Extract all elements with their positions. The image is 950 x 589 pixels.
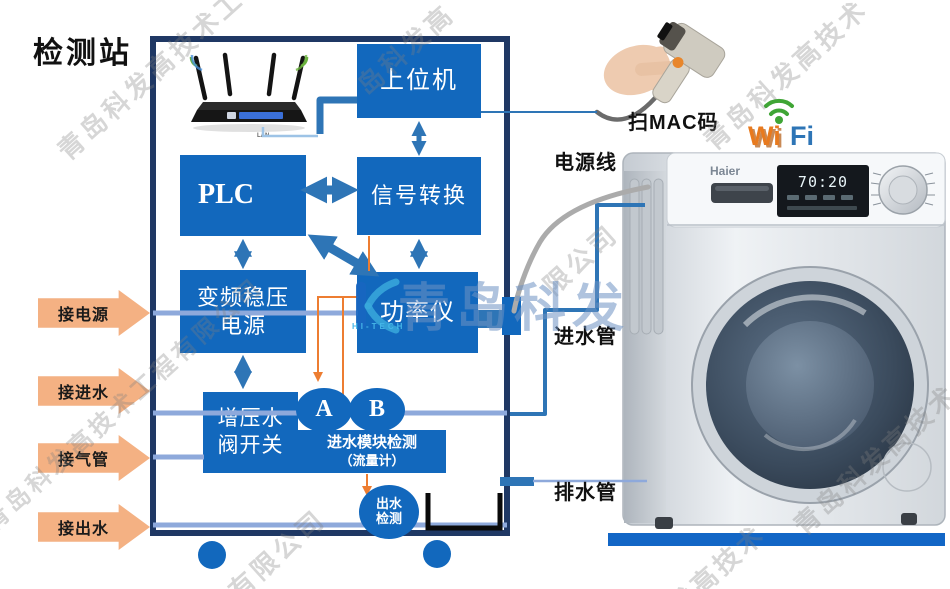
wifi-signal-icon (189, 54, 203, 72)
page-title: 检测站 (33, 37, 132, 70)
floor-bar (608, 533, 945, 546)
watermark-text: 限公司 (537, 218, 625, 301)
box-signal-converter: 信号转换 (357, 157, 481, 235)
station-wheel (423, 540, 451, 568)
box-power-meter: 功率仪 (357, 272, 478, 353)
input-arrow-power: 接电源 (38, 290, 150, 336)
station-boundary (150, 36, 510, 536)
circle-valve-b: B (349, 388, 405, 432)
label-drain-pipe: 排水管 (554, 482, 617, 504)
wifi-logo-wi: Wi (748, 121, 781, 151)
wifi-logo: Wi Wi Fi (748, 98, 814, 153)
circle-valve-a: A (296, 388, 352, 432)
brand-label: Haier (710, 164, 740, 178)
box-inlet-module: 进水模块检测 （流量计） (298, 430, 446, 473)
box-booster-valve: 增压水 阀开关 (203, 392, 298, 473)
label-scan-mac: 扫MAC码 (628, 112, 719, 134)
machine-display: 70:20 (798, 173, 848, 191)
input-arrow-water-outlet: 接出水 (38, 504, 150, 550)
input-arrow-air-pipe: 接气管 (38, 435, 150, 481)
svg-text:Wi: Wi (751, 124, 784, 153)
wifi-signal-icon (295, 54, 309, 72)
circle-outlet-detect: 出水 检测 (359, 485, 419, 539)
box-plc: PLC (180, 155, 306, 236)
input-arrow-water-inlet: 接进水 (38, 368, 150, 414)
wifi-logo-fi: Fi (790, 121, 814, 151)
box-host-computer: 上位机 (357, 44, 481, 118)
station-wheel (198, 541, 226, 569)
label-power-cord: 电源线 (554, 152, 617, 174)
washing-machine-image: Haier 70:20 (622, 152, 946, 529)
barcode-scanner-image (594, 21, 726, 122)
box-power-supply: 变频稳压 电源 (180, 270, 306, 353)
label-inlet-pipe: 进水管 (554, 326, 617, 348)
scanner-body (652, 21, 726, 104)
